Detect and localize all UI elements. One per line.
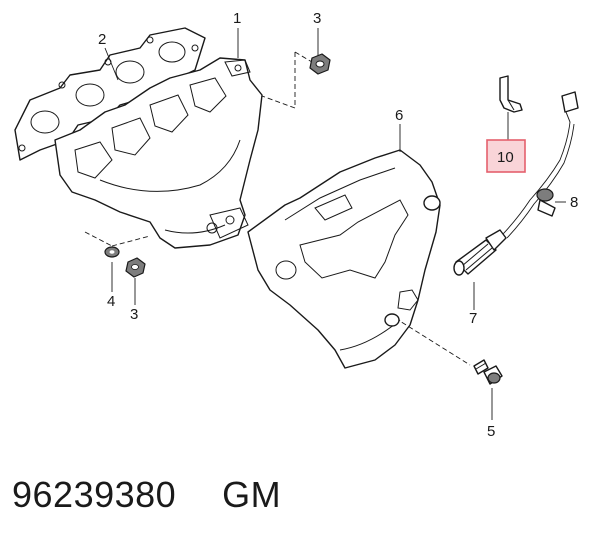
- callout-1: 1: [233, 10, 241, 27]
- callout-7: 7: [469, 310, 477, 327]
- part-number: 96239380: [12, 474, 177, 515]
- callout-5: 5: [487, 423, 495, 440]
- washer: [104, 246, 120, 258]
- bolt: [473, 359, 503, 385]
- oxygen-sensor: [453, 91, 579, 276]
- nut-lower: [125, 257, 146, 278]
- callout-3-top: 3: [313, 10, 321, 27]
- callout-10-highlight: [486, 139, 526, 173]
- callout-4: 4: [107, 293, 115, 310]
- exhaust-manifold: [54, 57, 263, 249]
- callout-10: 10: [497, 149, 514, 166]
- part-caption: 96239380 GM: [12, 474, 281, 516]
- heat-shield: [247, 149, 441, 369]
- nut-top: [309, 53, 331, 75]
- callout-3-lower: 3: [130, 306, 138, 323]
- callout-8: 8: [570, 194, 578, 211]
- brand-name: GM: [222, 474, 282, 515]
- sensor-bracket: [499, 75, 523, 113]
- callout-6: 6: [395, 107, 403, 124]
- callout-2: 2: [98, 31, 106, 48]
